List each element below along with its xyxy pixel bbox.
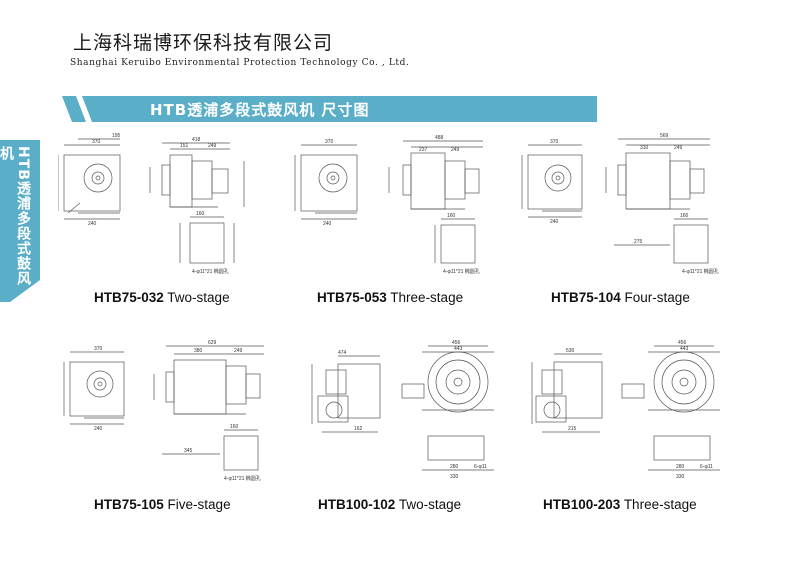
drawing-htb75-104: 370 240 569 310 249 275 160 4-φ11*21 椭圆孔: [521, 133, 719, 275]
section-title: HTB透浦多段式鼓风机 尺寸图: [150, 101, 370, 119]
svg-text:4-φ11*21 椭圆孔: 4-φ11*21 椭圆孔: [682, 268, 719, 275]
svg-text:6-φ11: 6-φ11: [700, 464, 713, 470]
svg-text:4-φ11*21 椭圆孔: 4-φ11*21 椭圆孔: [224, 475, 261, 482]
model-stage: Five-stage: [167, 497, 231, 512]
drawing-htb100-203: 530 456 443 215 280 330 6-φ11: [531, 340, 720, 480]
svg-text:330: 330: [450, 474, 459, 480]
side-tab: HTB透浦多段式鼓风机: [0, 140, 42, 302]
svg-text:151: 151: [180, 143, 189, 149]
svg-text:249: 249: [234, 348, 243, 354]
svg-text:370: 370: [550, 139, 559, 145]
model-stage: Two-stage: [167, 290, 230, 305]
svg-text:443: 443: [454, 346, 463, 352]
svg-text:380: 380: [194, 348, 203, 354]
svg-text:160: 160: [230, 424, 239, 430]
svg-text:249: 249: [674, 145, 683, 151]
model-caption: HTB75-104 Four-stage: [551, 290, 690, 305]
model-stage: Three-stage: [390, 290, 464, 305]
svg-text:530: 530: [566, 348, 575, 354]
company-name-en: Shanghai Keruibo Environmental Protectio…: [70, 58, 410, 68]
drawing-htb75-105: 370 240 629 380 249 345 160 4-φ11*21 椭圆孔: [63, 340, 264, 482]
svg-text:310: 310: [640, 145, 649, 151]
section-banner: HTB透浦多段式鼓风机 尺寸图: [62, 96, 597, 122]
svg-text:280: 280: [450, 464, 459, 470]
company-name-cn: 上海科瑞博环保科技有限公司: [73, 32, 334, 54]
model-caption: HTB100-203 Three-stage: [543, 497, 697, 512]
drawing-htb75-032: 370 195 240 418 151 249 160 4-φ11*21 椭圆孔: [58, 133, 245, 275]
svg-text:280: 280: [676, 464, 685, 470]
model-code: HTB100-203: [543, 497, 621, 512]
svg-text:237: 237: [419, 147, 428, 153]
svg-text:215: 215: [568, 426, 577, 432]
svg-text:160: 160: [680, 213, 689, 219]
svg-text:240: 240: [94, 426, 103, 432]
drawing-htb100-102: 474 456 443 162 280 330 6-φ11: [311, 340, 494, 480]
svg-text:456: 456: [452, 340, 461, 346]
svg-text:240: 240: [323, 221, 332, 227]
svg-text:249: 249: [208, 143, 217, 149]
svg-text:6-φ11: 6-φ11: [474, 464, 487, 470]
svg-text:456: 456: [678, 340, 687, 346]
model-stage: Three-stage: [623, 497, 697, 512]
svg-text:629: 629: [208, 340, 217, 346]
model-code: HTB75-105: [94, 497, 164, 512]
drawing-htb75-053: 370 240 488 237 249 160 4-φ11*21 椭圆孔: [294, 135, 483, 275]
side-tab-shape: [0, 140, 40, 302]
svg-text:160: 160: [447, 213, 456, 219]
model-code: HTB75-053: [317, 290, 387, 305]
model-code: HTB75-104: [551, 290, 621, 305]
svg-text:569: 569: [660, 133, 669, 139]
svg-text:4-φ11*21 椭圆孔: 4-φ11*21 椭圆孔: [443, 268, 480, 275]
svg-text:4-φ11*21 椭圆孔: 4-φ11*21 椭圆孔: [192, 268, 229, 275]
model-stage: Four-stage: [624, 290, 690, 305]
model-caption: HTB75-053 Three-stage: [317, 290, 463, 305]
model-stage: Two-stage: [398, 497, 462, 512]
svg-text:370: 370: [94, 346, 103, 352]
svg-text:370: 370: [325, 139, 334, 145]
model-caption: HTB75-032 Two-stage: [94, 290, 230, 305]
svg-text:275: 275: [634, 239, 643, 245]
model-code: HTB75-032: [94, 290, 164, 305]
svg-text:160: 160: [196, 211, 205, 217]
svg-text:330: 330: [676, 474, 685, 480]
svg-text:443: 443: [680, 346, 689, 352]
svg-text:195: 195: [112, 133, 121, 139]
svg-text:240: 240: [88, 221, 97, 227]
svg-text:345: 345: [184, 448, 193, 454]
svg-text:488: 488: [435, 135, 444, 141]
svg-text:249: 249: [451, 147, 460, 153]
banner-shape: [62, 96, 597, 122]
model-code: HTB100-102: [318, 497, 396, 512]
svg-text:162: 162: [354, 426, 363, 432]
model-caption: HTB75-105 Five-stage: [94, 497, 231, 512]
svg-text:474: 474: [338, 350, 347, 356]
svg-text:418: 418: [192, 137, 201, 143]
model-caption: HTB100-102 Two-stage: [318, 497, 461, 512]
side-tab-label: HTB透浦多段式鼓风机: [0, 146, 31, 286]
svg-text:240: 240: [550, 219, 559, 225]
svg-text:370: 370: [92, 139, 101, 145]
